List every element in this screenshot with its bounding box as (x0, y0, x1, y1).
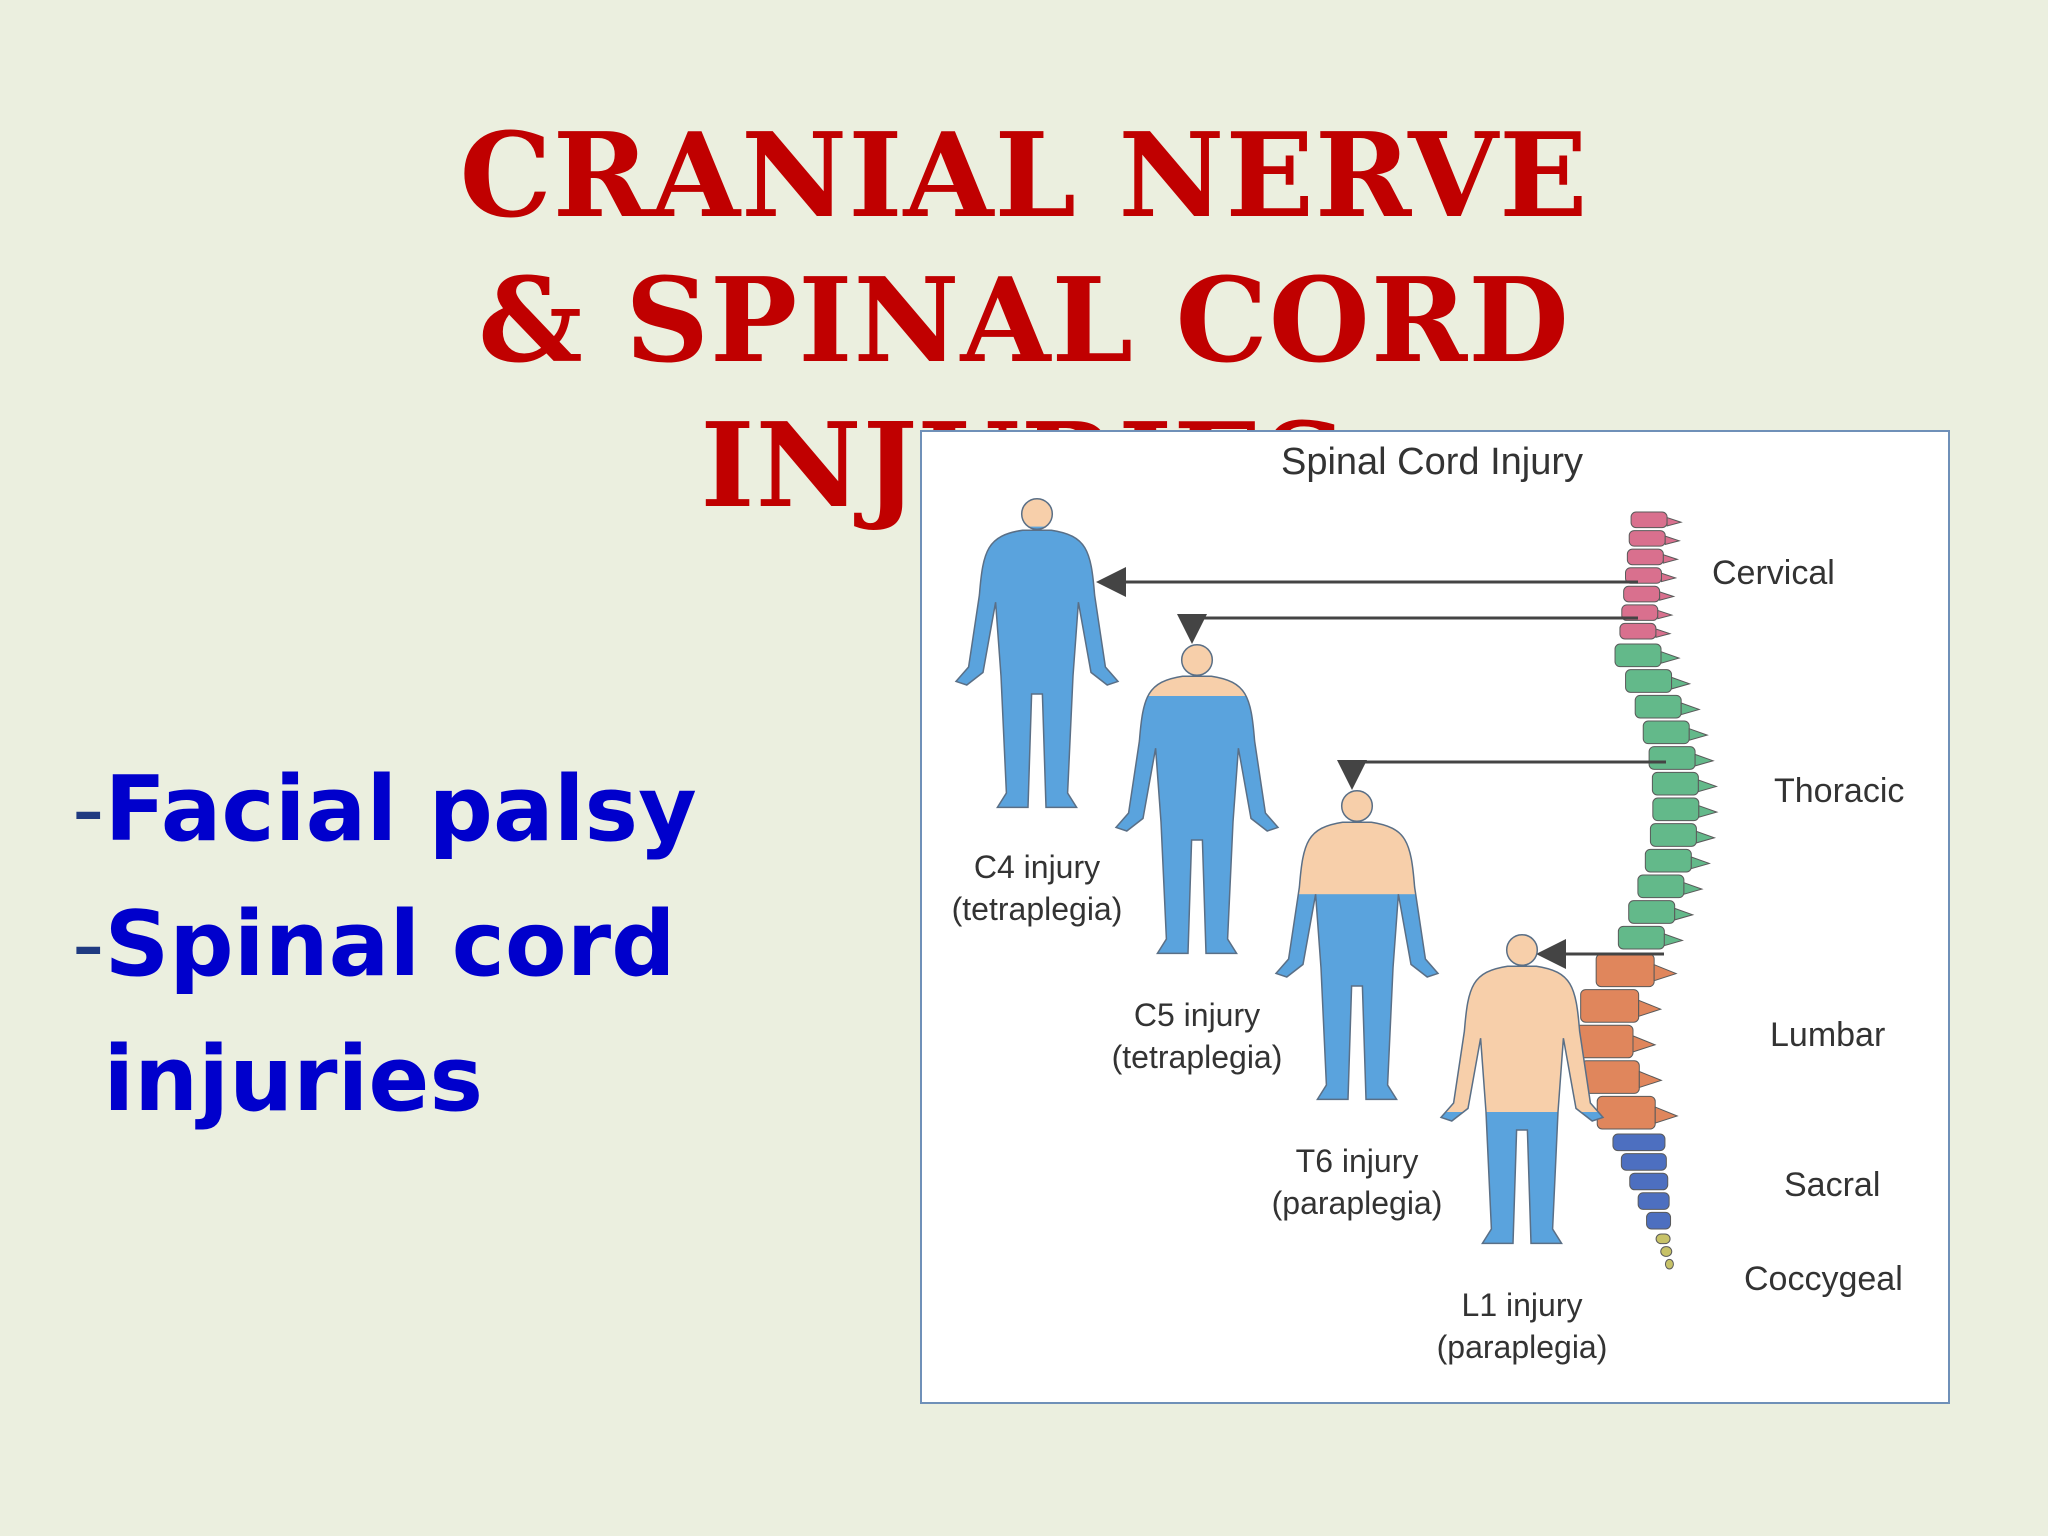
spinous-process-thoracic (1683, 881, 1704, 895)
spinous-process-lumbar (1653, 963, 1678, 982)
vertebra-sacral (1646, 1211, 1672, 1230)
spinous-process-cervical (1655, 628, 1672, 639)
spinal-cord-injury-figure: Spinal Cord Injury Cervical Thoracic Lum… (920, 430, 1950, 1404)
injury-type-c4: (tetraplegia) (952, 891, 1123, 927)
vertebra-cervical (1626, 548, 1664, 566)
spinous-process-lumbar (1638, 1070, 1663, 1089)
region-label-lumbar: Lumbar (1770, 1016, 1885, 1054)
injury-label-c4: C4 injury (974, 849, 1100, 885)
vertebra-sacral (1637, 1192, 1670, 1210)
vertebra-thoracic (1651, 771, 1699, 796)
body-figure-c5-outline (1114, 675, 1280, 955)
vertebra-cervical (1619, 622, 1657, 640)
figure-title: Spinal Cord Injury (1281, 441, 1583, 483)
spinous-process-lumbar (1638, 999, 1663, 1017)
spine-column (1574, 511, 1719, 1270)
vertebra-lumbar (1574, 1024, 1634, 1059)
vertebra-sacral (1629, 1172, 1669, 1191)
spinous-process-thoracic (1698, 804, 1719, 818)
injury-type-c5: (tetraplegia) (1112, 1039, 1283, 1075)
vertebra-lumbar (1596, 1095, 1656, 1130)
body-figure-c5-head (1180, 643, 1214, 677)
bullet-item-injuries: injuries (72, 1027, 484, 1132)
spinous-process-cervical (1662, 554, 1680, 564)
spinous-process-thoracic (1674, 907, 1695, 921)
spinous-process-thoracic (1697, 779, 1719, 793)
spinous-process-cervical (1659, 591, 1676, 601)
vertebra-thoracic (1634, 694, 1682, 719)
injury-label-t6: T6 injury (1296, 1143, 1419, 1179)
spinous-process-cervical (1666, 516, 1683, 527)
vertebra-cervical (1628, 530, 1666, 547)
vertebra-cervical (1630, 511, 1668, 529)
body-figures (954, 497, 1605, 1245)
bullet-item-spinal-cord: -Spinal cord (72, 892, 676, 997)
body-figure-l1-outline (1439, 965, 1605, 1245)
vertebra-thoracic (1614, 643, 1662, 668)
vertebra-thoracic (1625, 669, 1673, 693)
body-figure-l1-head (1505, 933, 1539, 967)
vertebra-lumbar (1580, 1060, 1640, 1094)
spinous-process-thoracic (1660, 650, 1681, 664)
body-figure-t6-outline (1274, 821, 1440, 1101)
body-figure-c5 (1114, 643, 1280, 955)
vertebra-thoracic (1648, 746, 1696, 770)
title-line-1: CRANIAL NERVE (459, 108, 1589, 244)
vertebra-thoracic (1649, 823, 1697, 847)
body-figure-c4 (954, 497, 1120, 809)
region-label-thoracic: Thoracic (1774, 772, 1904, 810)
region-label-coccygeal: Coccygeal (1744, 1260, 1903, 1298)
spinous-process-lumbar (1632, 1035, 1657, 1053)
vertebra-thoracic (1644, 848, 1692, 873)
body-figure-c4-paralysed-area (956, 526, 1118, 808)
body-figure-l1-sensate-area (1441, 934, 1603, 1244)
injury-arrow-2 (1177, 614, 1638, 644)
spinous-process-thoracic (1694, 753, 1715, 767)
region-label-cervical: Cervical (1712, 554, 1835, 592)
body-figure-t6-head (1340, 789, 1374, 823)
vertebra-thoracic (1617, 925, 1665, 950)
injury-level-arrows (1096, 567, 1666, 969)
injury-label-c5: C5 injury (1134, 997, 1260, 1033)
spinous-process-lumbar (1654, 1106, 1679, 1124)
vertebra-coccygeal (1655, 1233, 1671, 1245)
title-line-2: & SPINAL CORD (478, 253, 1570, 389)
spinous-process-cervical (1661, 572, 1678, 583)
vertebra-sacral (1612, 1133, 1666, 1152)
region-label-sacral: Sacral (1784, 1166, 1880, 1204)
vertebra-thoracic (1642, 720, 1690, 745)
spinous-process-thoracic (1690, 856, 1711, 870)
spinous-process-thoracic (1695, 830, 1717, 844)
body-figure-c4-outline (954, 529, 1120, 809)
spinous-process-cervical (1664, 535, 1681, 546)
injury-type-l1: (paraplegia) (1437, 1329, 1608, 1365)
vertebra-coccygeal (1664, 1258, 1674, 1270)
vertebra-cervical (1623, 585, 1661, 603)
injury-arrow-3 (1337, 760, 1666, 790)
vertebra-sacral (1620, 1153, 1667, 1171)
spinous-process-thoracic (1688, 727, 1709, 741)
injury-label-l1: L1 injury (1462, 1287, 1583, 1323)
vertebra-lumbar (1580, 989, 1640, 1023)
spinous-process-thoracic (1680, 702, 1701, 716)
bullet-item-facial-palsy: -Facial palsy (72, 757, 697, 862)
vertebra-coccygeal (1660, 1246, 1673, 1257)
injury-type-t6: (paraplegia) (1272, 1185, 1443, 1221)
body-figure-c5-paralysed-area (1116, 696, 1278, 954)
vertebra-thoracic (1652, 797, 1700, 822)
vertebra-thoracic (1637, 874, 1685, 899)
vertebra-lumbar (1595, 953, 1655, 988)
body-figure-c4-head (1020, 497, 1054, 531)
vertebra-thoracic (1628, 900, 1676, 924)
figure-canvas: Spinal Cord Injury Cervical Thoracic Lum… (952, 441, 1905, 1365)
bullet-list: -Facial palsy -Spinal cord injuries (72, 742, 697, 1147)
spinous-process-thoracic (1663, 933, 1684, 947)
spinous-process-thoracic (1671, 676, 1692, 690)
spinous-process-cervical (1657, 609, 1674, 620)
